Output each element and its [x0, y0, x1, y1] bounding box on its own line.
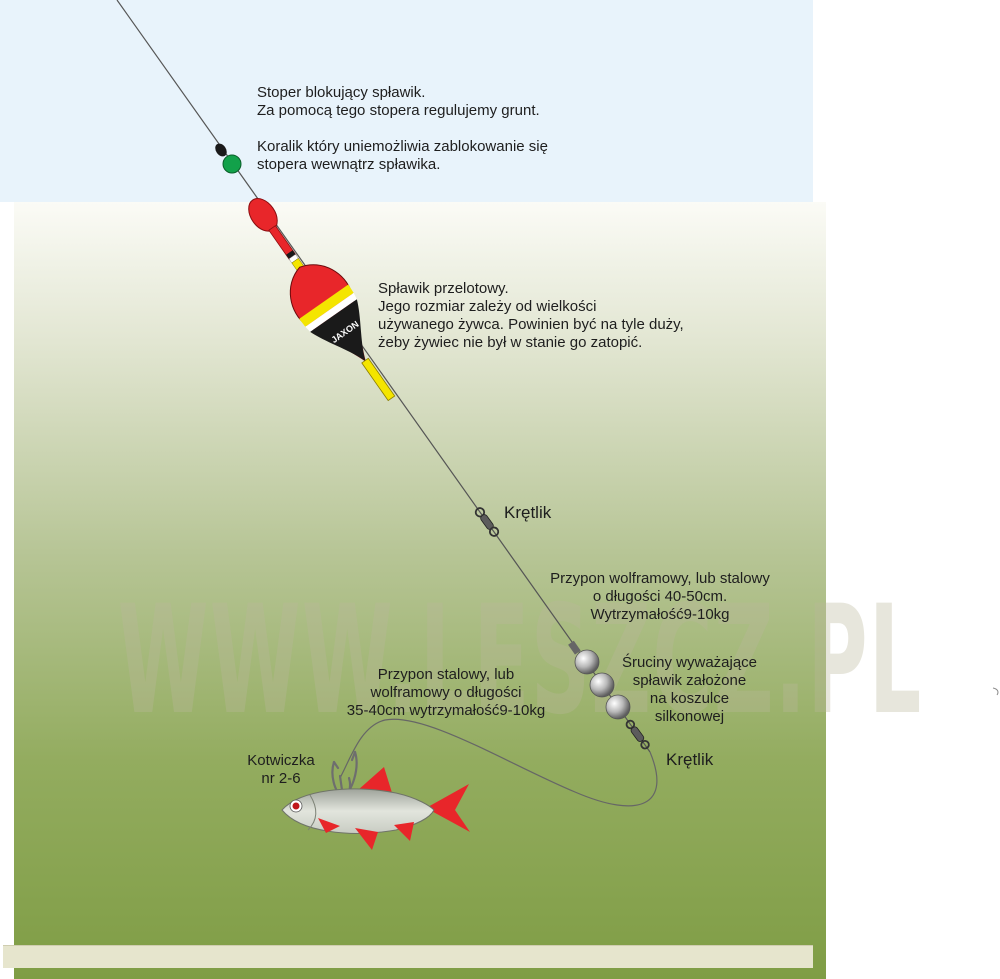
steel-leader: [339, 718, 658, 807]
label-shots: Śruciny wyważające spławik założone na k…: [621, 654, 758, 725]
label-leader-steel: Przypon stalowy, lub wolframowy o długoś…: [346, 666, 546, 719]
label-stopper: Stoper blokujący spławik. Za pomocą tego…: [257, 84, 540, 119]
sky-area: [0, 0, 813, 202]
swivel-bottom: [625, 719, 650, 750]
float: JAXON: [248, 198, 396, 402]
edge-mark: [992, 687, 999, 696]
watermark-text: WWW.LESZCZ.PL: [118, 573, 923, 748]
label-leader-tungsten: Przypon wolframowy, lub stalowy o długoś…: [550, 570, 770, 623]
bead-green: [222, 154, 242, 174]
swivel-top: [474, 507, 500, 537]
water-area: [14, 202, 826, 979]
silicone-sleeve: [568, 640, 581, 655]
shot-2: [589, 672, 615, 698]
shot-3: [605, 694, 631, 720]
bait-fish: [281, 767, 470, 850]
label-swivel-bottom: Krętlik: [666, 750, 714, 769]
label-hook: Kotwiczka nr 2-6: [247, 752, 315, 787]
shot-1: [574, 649, 600, 675]
stopper-knot: [215, 143, 227, 157]
label-float: Spławik przelotowy. Jego rozmiar zależy …: [378, 280, 684, 351]
main-line: [116, 0, 651, 753]
label-swivel-top: Krętlik: [504, 503, 552, 522]
label-bead: Koralik który uniemożliwia zablokowanie …: [257, 138, 548, 173]
lake-bottom-bar: [3, 945, 813, 968]
